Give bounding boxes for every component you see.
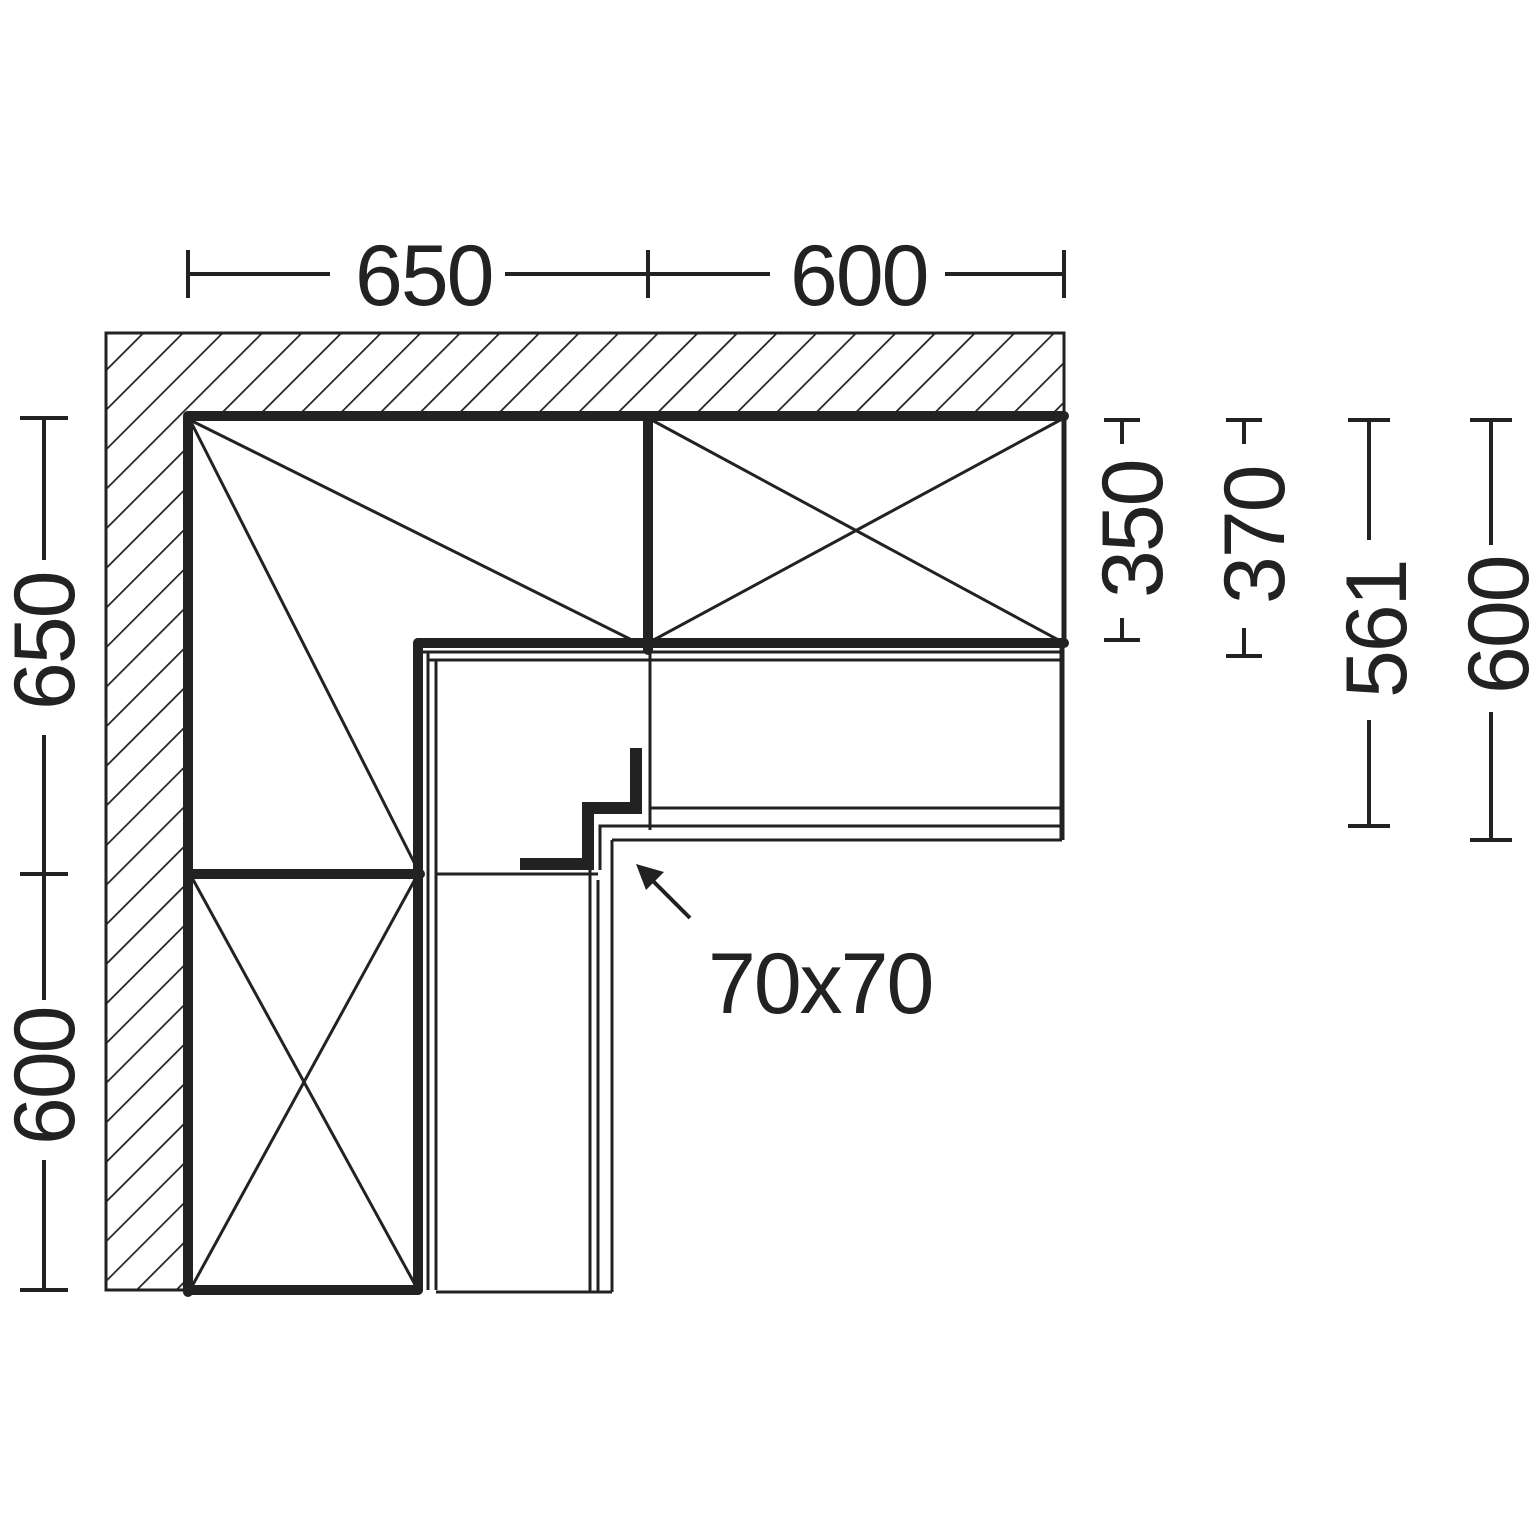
dim-right-600: 600 — [1451, 557, 1536, 695]
door-diagonals — [188, 416, 1065, 1291]
dim-top-left: 650 — [355, 228, 493, 324]
dim-left-upper: 650 — [0, 573, 93, 711]
right-dimension-lines — [1104, 418, 1512, 842]
dim-right-370: 370 — [1207, 467, 1303, 605]
corner-post-70x70 — [520, 748, 652, 870]
cabinet-outlines — [183, 411, 1069, 1297]
base-outlines — [420, 646, 1065, 1294]
corner-post-arrow — [636, 864, 692, 920]
dim-left-lower: 600 — [0, 1008, 93, 1146]
top-dimension-line — [186, 250, 1066, 298]
dim-right-561: 561 — [1329, 561, 1425, 699]
left-dimension-line — [20, 416, 68, 1292]
dim-right-350: 350 — [1085, 461, 1181, 599]
corner-post-label: 70x70 — [708, 936, 932, 1032]
dim-top-right: 600 — [790, 228, 928, 324]
